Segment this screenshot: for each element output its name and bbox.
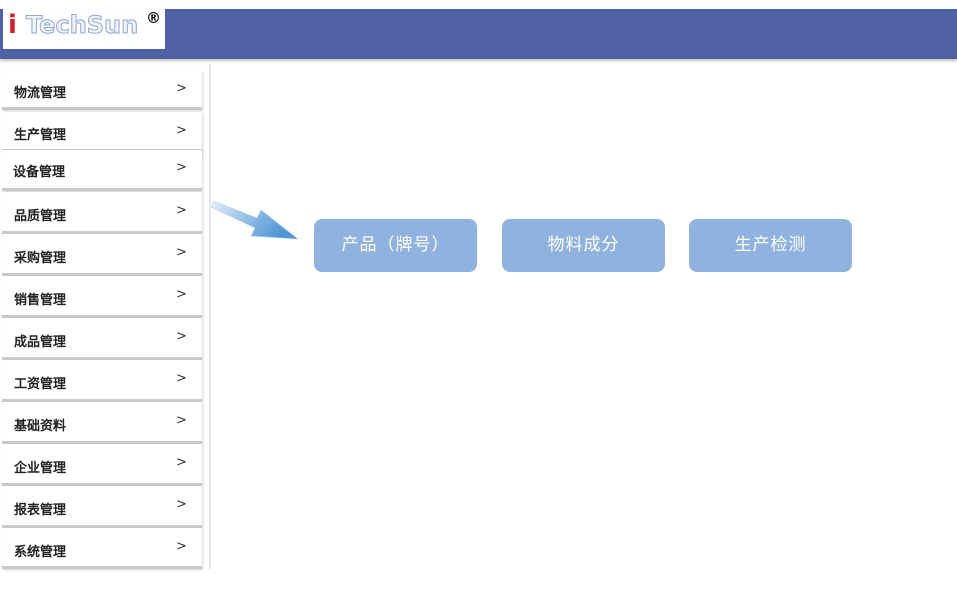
sidebar-item-logistics[interactable]: 物流管理 > — [2, 70, 202, 110]
chevron-right-icon: > — [176, 371, 187, 386]
sidebar-item-label: 采购管理 — [14, 251, 67, 266]
sidebar-item-label: 销售管理 — [14, 293, 67, 308]
sidebar-item-sales[interactable]: 销售管理 > — [2, 276, 202, 318]
sidebar-item-system[interactable]: 系统管理 > — [2, 528, 202, 569]
techsun-logo[interactable]: i TechSun ® — [3, 9, 165, 49]
chevron-right-icon: > — [176, 287, 187, 302]
chevron-right-icon: > — [176, 81, 187, 96]
sidebar-item-quality[interactable]: 品质管理 > — [2, 192, 202, 234]
chevron-right-icon: > — [176, 413, 187, 428]
top-header-bar: i TechSun ® — [0, 9, 957, 59]
sidebar-item-label: 生产管理 — [14, 128, 67, 143]
arrow-right-icon — [210, 200, 299, 240]
product-grade-button[interactable]: 产品（牌号） — [314, 219, 477, 272]
sidebar-item-label: 系统管理 — [14, 545, 67, 560]
sidebar-item-label: 设备管理 — [13, 165, 66, 180]
sidebar-item-label: 工资管理 — [14, 377, 67, 392]
sidebar-item-label: 报表管理 — [14, 503, 67, 518]
material-composition-button[interactable]: 物料成分 — [502, 219, 665, 272]
chevron-right-icon: > — [176, 329, 187, 344]
sidebar-item-payroll[interactable]: 工资管理 > — [2, 360, 202, 402]
chevron-right-icon: > — [176, 455, 187, 470]
sidebar-item-finished-goods[interactable]: 成品管理 > — [2, 318, 202, 360]
sidebar-item-equipment[interactable]: 设备管理 > — [2, 150, 202, 191]
chevron-right-icon: > — [176, 203, 187, 218]
sidebar-item-reports[interactable]: 报表管理 > — [2, 486, 202, 528]
sidebar-item-enterprise[interactable]: 企业管理 > — [2, 444, 202, 486]
sidebar-item-purchasing[interactable]: 采购管理 > — [2, 234, 202, 276]
chevron-right-icon: > — [176, 245, 187, 260]
sidebar-item-master-data[interactable]: 基础资料 > — [2, 402, 202, 444]
registered-mark: ® — [146, 9, 161, 27]
production-inspection-button[interactable]: 生产检测 — [689, 219, 852, 272]
chevron-right-icon: > — [176, 123, 187, 138]
chevron-right-icon: > — [176, 160, 187, 175]
chevron-right-icon: > — [176, 497, 187, 512]
chevron-right-icon: > — [176, 539, 187, 554]
logo-wordmark: TechSun — [25, 11, 139, 40]
sidebar-menu: 物流管理 > 生产管理 > 设备管理 > 品质管理 > 采购管理 > 销售管理 … — [0, 64, 211, 569]
sidebar-item-label: 基础资料 — [14, 419, 67, 434]
sidebar-item-label: 品质管理 — [14, 209, 67, 224]
logo-letter-i: i — [8, 10, 17, 40]
sidebar-item-label: 企业管理 — [14, 461, 67, 476]
sidebar-item-production[interactable]: 生产管理 > — [2, 112, 202, 152]
sidebar-item-label: 物流管理 — [14, 86, 67, 101]
sidebar-item-label: 成品管理 — [14, 335, 67, 350]
